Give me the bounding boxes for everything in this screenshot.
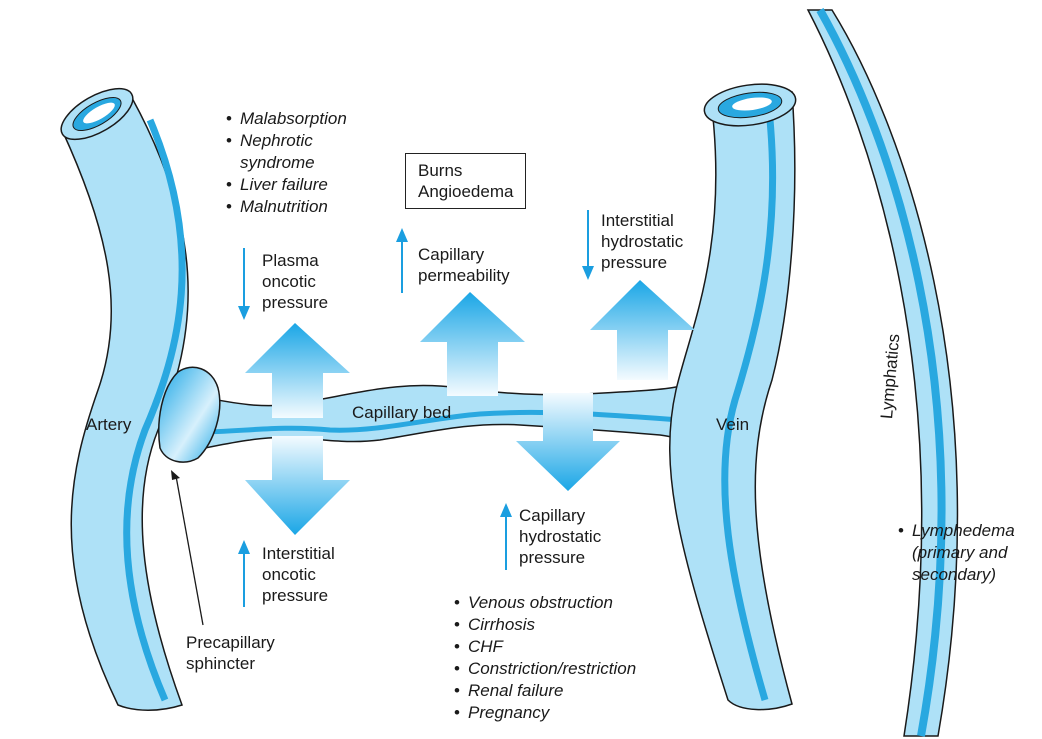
arrow-interstitial-oncotic-down [245,436,350,535]
list-item: Lymphedema [898,520,1015,542]
list-item: (primary and [898,542,1015,564]
precapillary-sphincter-label: Precapillary sphincter [186,632,275,674]
capillary-permeability-label: Capillary permeability [418,244,510,286]
arrow-interstitial-hydrostatic-up [590,280,695,380]
list-item: CHF [454,636,636,658]
list-item: Malnutrition [226,196,347,218]
lymphedema-list: Lymphedema (primary and secondary) [898,520,1015,586]
angioedema-label: Angioedema [418,181,513,202]
list-item: secondary) [898,564,1015,586]
list-item: Liver failure [226,174,347,196]
list-item: Nephrotic [226,130,347,152]
thin-arrow-up-capillary-hydrostatic [500,503,512,570]
thin-arrow-down-interstitial-hydrostatic [582,210,594,280]
capillary-hydrostatic-label: Capillary hydrostatic pressure [519,505,601,568]
list-item: syndrome [226,152,347,174]
list-item: Constriction/restriction [454,658,636,680]
thin-arrow-down-plasma [238,248,250,320]
list-item: Malabsorption [226,108,347,130]
list-item: Venous obstruction [454,592,636,614]
low-oncotic-causes-list: Malabsorption Nephrotic syndrome Liver f… [226,108,347,218]
interstitial-oncotic-label: Interstitial oncotic pressure [262,543,335,606]
interstitial-hydrostatic-label: Interstitial hydrostatic pressure [601,210,683,273]
thin-arrow-up-permeability [396,228,408,293]
high-hydrostatic-causes-list: Venous obstruction Cirrhosis CHF Constri… [454,592,636,724]
burns-angioedema-box: Burns Angioedema [405,153,526,209]
burns-label: Burns [418,160,513,181]
thin-arrow-up-interstitial-oncotic [238,540,250,607]
artery-label: Artery [86,414,131,435]
vein-label: Vein [716,414,749,435]
vein-vessel [670,79,799,710]
sphincter-pointer [171,470,203,625]
plasma-oncotic-label: Plasma oncotic pressure [262,250,328,313]
capillary-bed-label: Capillary bed [352,402,451,423]
list-item: Pregnancy [454,702,636,724]
list-item: Cirrhosis [454,614,636,636]
arrow-capillary-permeability-up [420,292,525,396]
list-item: Renal failure [454,680,636,702]
